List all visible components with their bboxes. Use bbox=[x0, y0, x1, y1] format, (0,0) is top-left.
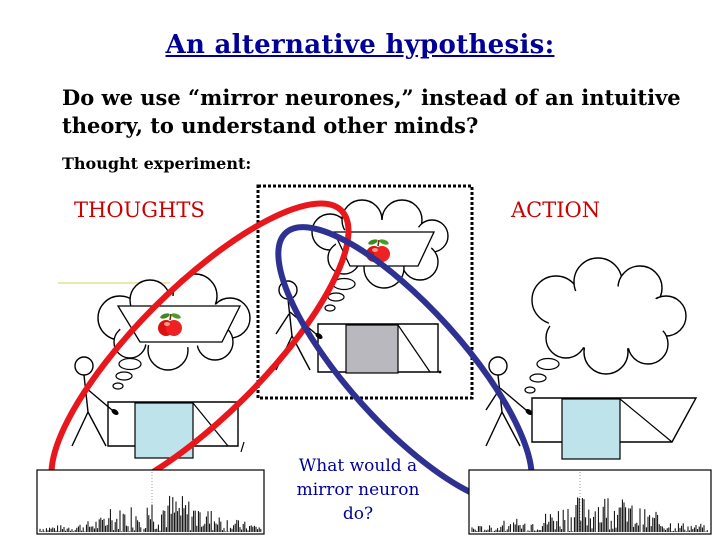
right-scene bbox=[485, 257, 698, 460]
apple-icon bbox=[157, 311, 183, 337]
stick-figure bbox=[485, 356, 535, 447]
table-box bbox=[107, 401, 239, 447]
mirror-neuron-question: What would a mirror neuron do? bbox=[296, 456, 420, 524]
slide-title: An alternative hypothesis: bbox=[165, 30, 555, 60]
blue-box bbox=[561, 398, 621, 460]
gray-box bbox=[345, 324, 399, 374]
thought-experiment-label: Thought experiment: bbox=[62, 154, 252, 173]
action-label: ACTION bbox=[511, 198, 601, 222]
question-text: Do we use “mirror neurones,” instead of … bbox=[62, 85, 681, 138]
left-scene bbox=[71, 273, 251, 459]
neural-activity-right bbox=[468, 469, 712, 535]
dotted-frame bbox=[256, 184, 474, 400]
middle-scene bbox=[275, 199, 449, 374]
thoughts-label: THOUGHTS bbox=[74, 198, 205, 222]
neural-activity-left bbox=[36, 469, 265, 535]
